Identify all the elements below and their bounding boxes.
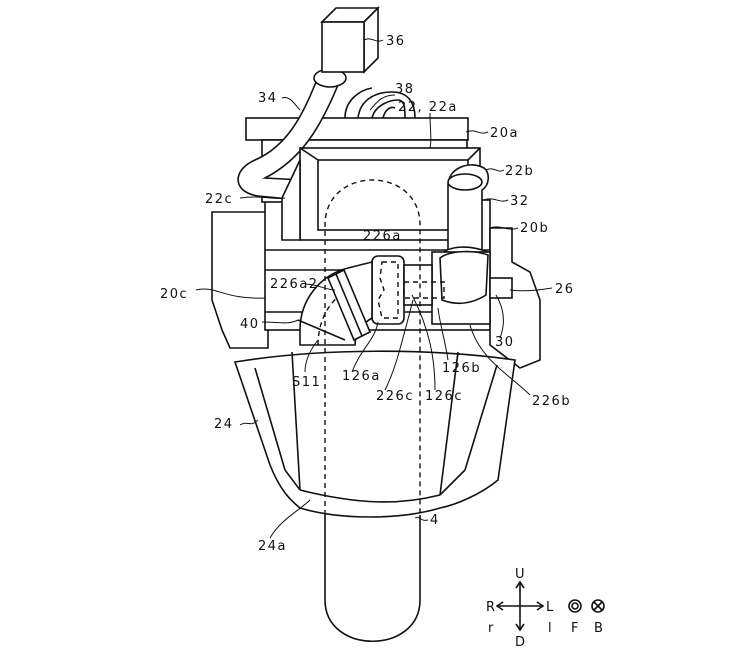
- label-226c: 226c: [376, 389, 414, 404]
- label-226b: 226b: [532, 394, 571, 409]
- fairing-24: [233, 350, 516, 518]
- label-4: 4: [430, 513, 440, 528]
- label-26: 26: [555, 282, 575, 297]
- exhaust-pipe-34: [237, 68, 347, 201]
- label-32: 32: [510, 194, 530, 209]
- label-20c: 20c: [160, 287, 188, 302]
- direction-compass: U D R L r l F B: [486, 567, 605, 650]
- label-38: 38: [395, 82, 415, 97]
- compass-right-lower: r: [488, 621, 495, 636]
- label-22b: 22b: [505, 164, 534, 179]
- label-40: 40: [240, 317, 260, 332]
- label-22: 22, 22a: [398, 100, 458, 115]
- label-126c: 126c: [425, 389, 463, 404]
- cables-38: [344, 87, 416, 119]
- compass-up: U: [515, 567, 526, 582]
- compass-front: F: [571, 621, 580, 636]
- compass-back: B: [594, 621, 604, 636]
- label-24a: 24a: [258, 539, 287, 554]
- label-30: 30: [495, 335, 515, 350]
- box-36: [320, 6, 380, 74]
- compass-down: D: [515, 635, 527, 650]
- leader-lines: [195, 38, 553, 539]
- tire-4: [324, 179, 421, 642]
- label-s11: S11: [292, 375, 321, 390]
- compass-left-lower: l: [548, 621, 553, 636]
- label-126b: 126b: [442, 361, 481, 376]
- duct-40: [297, 260, 373, 346]
- label-24: 24: [214, 417, 234, 432]
- compass-right: R: [486, 600, 497, 615]
- label-22c: 22c: [205, 192, 233, 207]
- label-226a2: 226a2: [270, 277, 319, 292]
- back-symbol-icon: [591, 599, 605, 613]
- label-20a: 20a: [490, 126, 519, 141]
- compass-left: L: [546, 600, 555, 615]
- label-126a: 126a: [342, 369, 381, 384]
- part-26: [489, 277, 513, 299]
- label-226a: 226a: [363, 229, 402, 244]
- label-20b: 20b: [520, 221, 549, 236]
- pipe-32: [431, 164, 491, 325]
- label-36: 36: [386, 34, 406, 49]
- front-symbol-icon: [568, 599, 582, 613]
- label-34: 34: [258, 91, 278, 106]
- reference-labels: 36 38 34 22, 22a 20a 22b 32 22c 20b 226a…: [160, 34, 575, 554]
